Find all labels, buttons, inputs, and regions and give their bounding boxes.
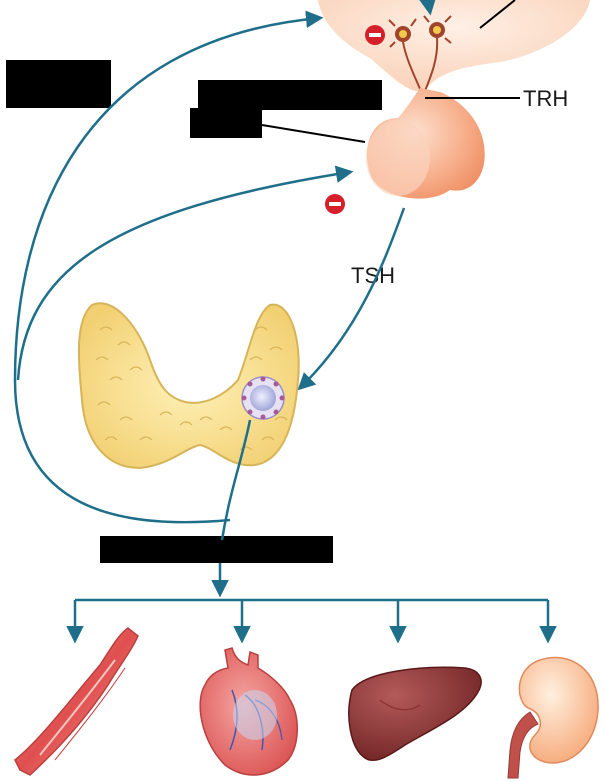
muscle-icon bbox=[14, 627, 139, 776]
kidney-icon bbox=[507, 656, 599, 779]
redacted-label-feedback bbox=[6, 60, 111, 108]
feedback-arrow-to-pituitary bbox=[16, 165, 354, 381]
hypothalamus-leader-line bbox=[479, 0, 516, 29]
inhibit-badge-hypothalamus bbox=[365, 25, 385, 45]
hormone-output-line bbox=[220, 419, 252, 541]
heart-icon bbox=[199, 647, 298, 776]
redacted-label-pituitary-a bbox=[198, 80, 382, 110]
inhibit-badge-pituitary bbox=[325, 194, 345, 214]
thyroid-gland bbox=[77, 302, 300, 470]
feedback-arrow-to-hypothalamus bbox=[13, 10, 324, 524]
neuron-right-icon bbox=[423, 15, 452, 44]
redacted-label-pituitary-b bbox=[190, 108, 262, 138]
redacted-label-hormones bbox=[100, 536, 333, 563]
tsh-arrow bbox=[297, 207, 406, 391]
thyroid-follicle-icon bbox=[241, 376, 285, 420]
neuron-left-icon bbox=[388, 18, 417, 48]
trh-label: TRH bbox=[523, 86, 568, 111]
pituitary-leader-line bbox=[261, 124, 366, 143]
pituitary-gland bbox=[366, 88, 485, 199]
liver-icon bbox=[348, 666, 482, 762]
arrow-into-hypothalamus bbox=[419, 0, 437, 16]
